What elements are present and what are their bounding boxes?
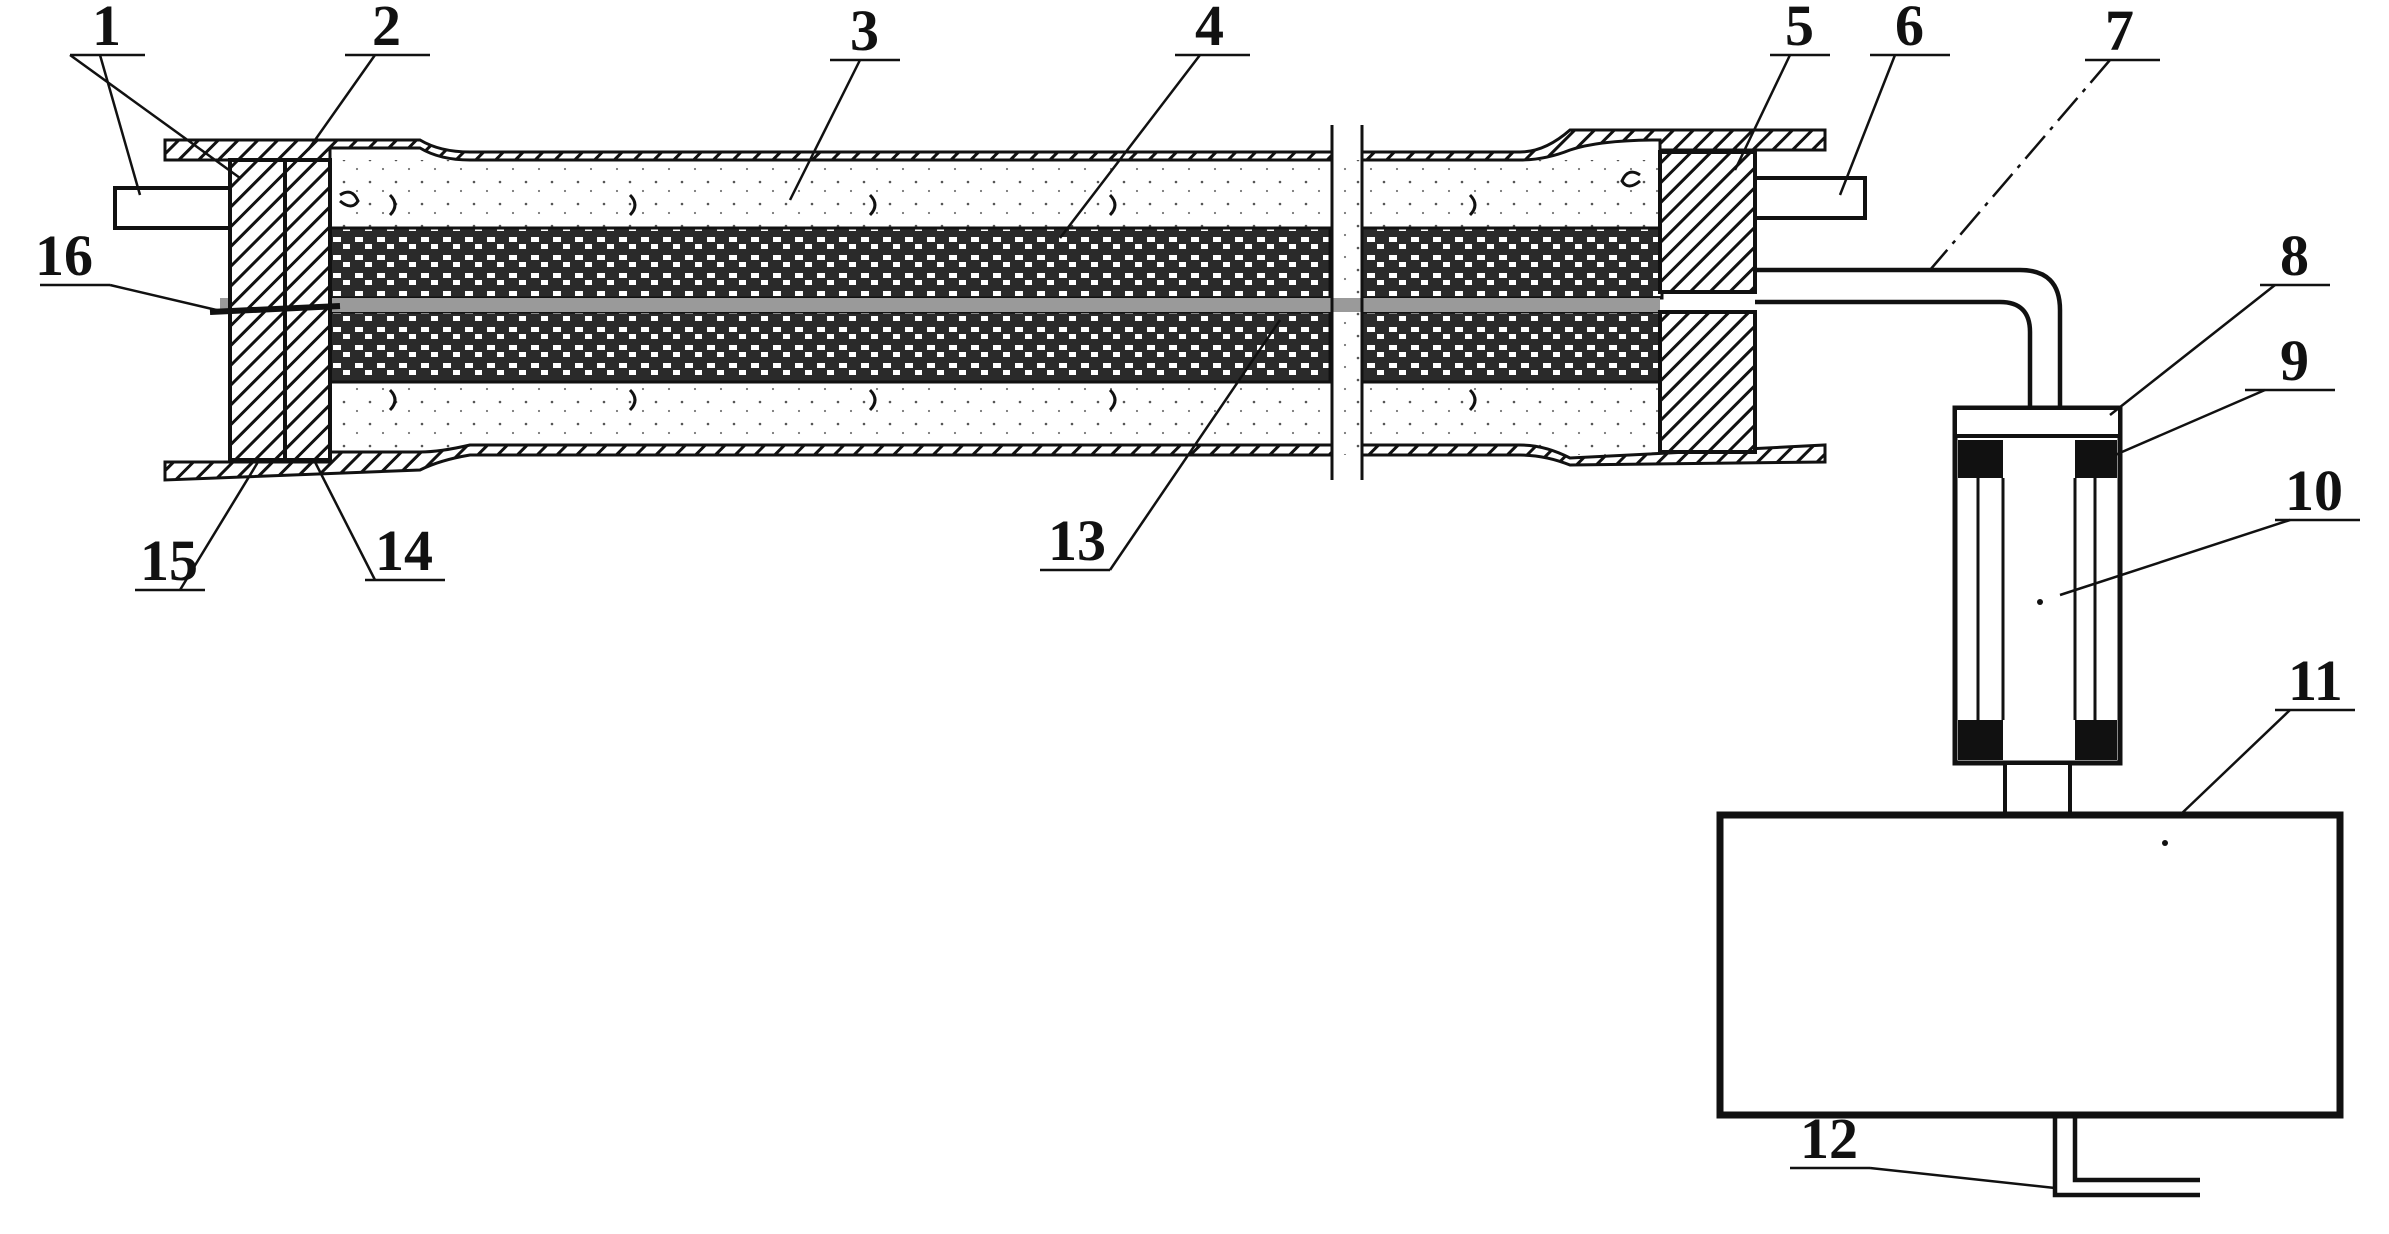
left-inlet-pipe <box>113 186 232 230</box>
label-14: 14 <box>375 518 433 583</box>
label-10: 10 <box>2285 458 2343 523</box>
label-4: 4 <box>1195 0 1224 58</box>
column-top-seal-left <box>1958 440 2003 478</box>
central-channel <box>220 298 1660 312</box>
label-16: 16 <box>35 223 93 288</box>
tube-top-wall-right <box>1360 128 1827 162</box>
collection-tank <box>1716 811 2344 1198</box>
label-2: 2 <box>372 0 401 58</box>
transfer-pipe <box>1755 267 2063 410</box>
column-bottom-seal-right <box>2075 720 2117 760</box>
label-15: 15 <box>140 528 198 593</box>
column-top-cap <box>1953 406 2122 438</box>
coil-band-upper-right <box>1360 226 1664 300</box>
right-end-block <box>1658 150 1757 294</box>
label-13: 13 <box>1048 508 1106 573</box>
label-12: 12 <box>1800 1106 1858 1171</box>
label-1: 1 <box>92 0 121 58</box>
tube-bottom-wall-right <box>1360 443 1827 467</box>
coil-band-upper <box>328 226 1332 300</box>
separation-column <box>1952 405 2123 817</box>
right-outlet-pipe <box>1753 176 1867 220</box>
column-top-seal-right <box>2075 440 2117 478</box>
coil-band-lower-right <box>1360 310 1664 384</box>
coil-band-lower <box>328 310 1332 384</box>
part-labels: 1 2 3 4 5 6 7 8 9 10 11 12 13 14 15 16 <box>35 0 2343 1171</box>
tube-top-wall <box>163 138 1334 162</box>
leader-lines <box>40 53 2360 1190</box>
label-7: 7 <box>2105 0 2134 63</box>
label-9: 9 <box>2280 328 2309 393</box>
label-6: 6 <box>1895 0 1924 58</box>
label-8: 8 <box>2280 223 2309 288</box>
main-tube <box>113 125 1867 482</box>
column-bottom-seal-left <box>1958 720 2003 760</box>
label-5: 5 <box>1785 0 1814 58</box>
label-11: 11 <box>2288 648 2343 713</box>
tank-body <box>1716 811 2344 1119</box>
label-3: 3 <box>850 0 879 63</box>
right-end-block-lower <box>1658 310 1757 454</box>
